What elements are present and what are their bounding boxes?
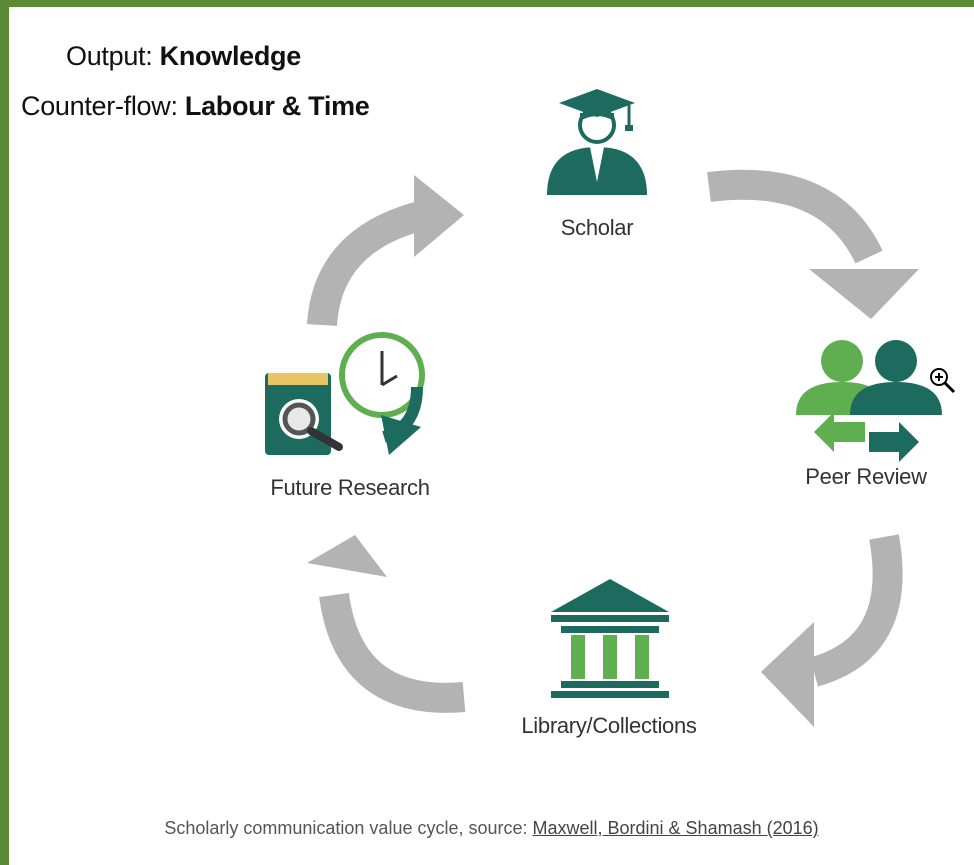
zoom-in-cursor-icon	[929, 367, 957, 400]
two-people-exchange-icon	[796, 340, 942, 462]
diagram-frame: Output: Knowledge Counter-flow: Labour &…	[9, 7, 974, 865]
node-label-library: Library/Collections	[521, 713, 697, 738]
legend-output-prefix: Output:	[66, 41, 160, 71]
cycle-arrow-scholar-to-peer	[707, 169, 919, 319]
cycle-diagram	[265, 89, 942, 727]
legend-output: Output: Knowledge	[66, 41, 301, 72]
cycle-arrow-library-to-future	[307, 535, 466, 713]
graduate-icon	[547, 89, 647, 195]
cycle-arrow-peer-to-library	[761, 534, 903, 727]
legend-output-value: Knowledge	[159, 41, 302, 71]
book-magnifier-clock-icon	[265, 332, 425, 455]
caption-text: Scholarly communication value cycle, sou…	[164, 818, 533, 838]
source-link[interactable]: Maxwell, Bordini & Shamash (2016)	[532, 818, 819, 838]
figure-caption: Scholarly communication value cycle, sou…	[9, 818, 974, 839]
node-label-peer-review: Peer Review	[805, 464, 927, 489]
legend-counterflow: Counter-flow: Labour & Time	[21, 91, 370, 122]
node-label-future-research: Future Research	[270, 475, 430, 500]
library-building-icon	[551, 579, 669, 698]
legend-counterflow-prefix: Counter-flow:	[21, 91, 185, 121]
cycle-arrow-future-to-scholar	[307, 175, 464, 327]
legend-counterflow-value: Labour & Time	[184, 91, 370, 121]
node-label-scholar: Scholar	[560, 215, 634, 240]
